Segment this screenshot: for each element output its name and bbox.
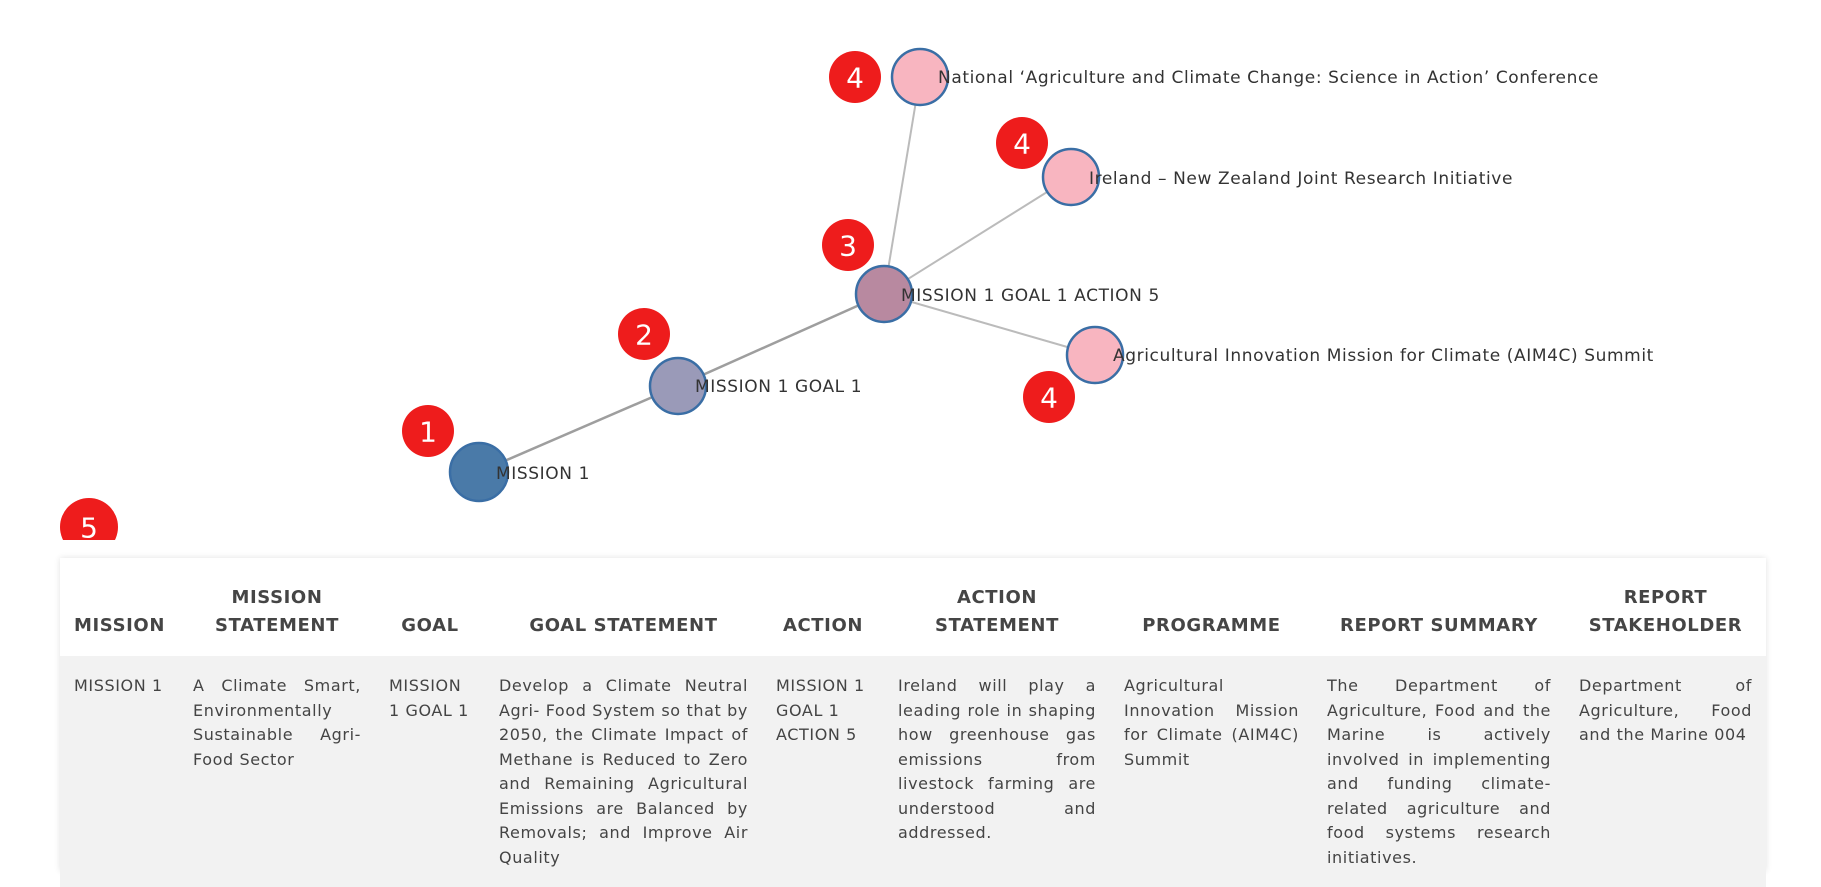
node-circle[interactable] [1065,325,1125,385]
edge-action-to-conference [883,76,921,295]
cell-goal: MISSION 1 GOAL 1 [375,656,485,887]
graph-edges [478,76,1096,474]
badge-3: 3 [822,219,874,271]
table-row: MISSION 1 A Climate Smart, Environmental… [60,656,1766,887]
node-label: MISSION 1 [496,464,590,484]
badge-circle [402,405,454,457]
badge-4-aim4c: 4 [1023,371,1075,423]
node-programme-aim4c[interactable]: Agricultural Innovation Mission for Clim… [1065,325,1654,385]
cell-action: MISSION 1 GOAL 1 ACTION 5 [762,656,884,887]
node-label: Agricultural Innovation Mission for Clim… [1113,346,1654,366]
node-circle[interactable] [448,441,510,503]
header-mission[interactable]: MISSION [60,558,179,656]
cell-report-stakeholder: Department of Agriculture, Food and the … [1565,656,1766,887]
badge-circle [822,219,874,271]
badge-number: 4 [1040,382,1058,415]
node-circle[interactable] [854,264,914,324]
cell-mission-statement: A Climate Smart, Environmentally Sustain… [179,656,375,887]
edge-mission-to-goal [478,384,679,474]
badge-4-conference: 4 [829,51,881,103]
badge-number: 3 [839,230,857,263]
node-mission-1[interactable]: MISSION 1 [448,441,590,503]
cell-report-summary: The Department of Agriculture, Food and … [1313,656,1565,887]
cell-action-statement: Ireland will play a leading role in shap… [884,656,1110,887]
cell-mission: MISSION 1 [60,656,179,887]
node-label: National ‘Agriculture and Climate Change… [938,68,1599,88]
badge-circle [1023,371,1075,423]
badge-number: 5 [80,512,98,541]
node-circle[interactable] [648,356,708,416]
edge-action-to-ireland-nz [883,176,1072,295]
node-label: MISSION 1 GOAL 1 ACTION 5 [901,286,1160,306]
badge-4-ireland-nz: 4 [996,117,1048,169]
badge-number: 1 [419,416,437,449]
badge-circle [60,498,118,540]
badge-number: 2 [635,319,653,352]
badge-1: 1 [402,405,454,457]
node-programme-conference[interactable]: National ‘Agriculture and Climate Change… [890,47,1599,107]
node-action-5[interactable]: MISSION 1 GOAL 1 ACTION 5 [854,264,1160,324]
cell-programme: Agricultural Innovation Mission for Clim… [1110,656,1313,887]
header-goal[interactable]: GOAL [375,558,485,656]
node-label: MISSION 1 GOAL 1 [695,377,862,397]
node-programme-ireland-nz[interactable]: Ireland – New Zealand Joint Research Ini… [1041,147,1513,207]
edge-goal-to-action [677,292,885,388]
node-circle[interactable] [890,47,950,107]
edge-action-to-aim4c [883,293,1096,356]
badge-circle [996,117,1048,169]
badge-5-table: 5 [60,498,118,540]
badge-number: 4 [1013,128,1031,161]
header-programme[interactable]: PROGRAMME [1110,558,1313,656]
node-circle[interactable] [1041,147,1101,207]
header-goal-statement[interactable]: GOAL STATEMENT [485,558,762,656]
header-action[interactable]: ACTION [762,558,884,656]
node-goal-1[interactable]: MISSION 1 GOAL 1 [648,356,862,416]
badge-2: 2 [618,308,670,360]
badge-circle [618,308,670,360]
node-label: Ireland – New Zealand Joint Research Ini… [1089,169,1513,189]
cell-goal-statement: Develop a Climate Neutral Agri- Food Sys… [485,656,762,887]
network-graph: MISSION 1 MISSION 1 GOAL 1 MISSION 1 GOA… [60,47,1654,540]
header-report-summary[interactable]: REPORT SUMMARY [1313,558,1565,656]
badge-circle [829,51,881,103]
badge-number: 4 [846,62,864,95]
